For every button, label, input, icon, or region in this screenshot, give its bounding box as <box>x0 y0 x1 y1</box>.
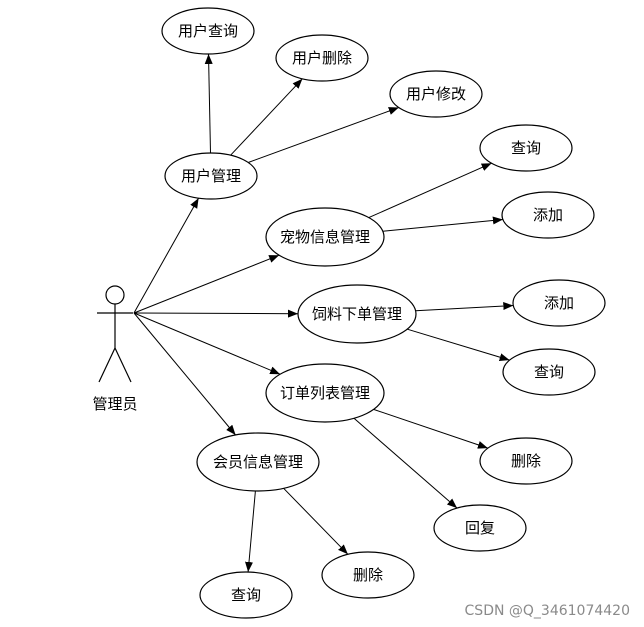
usecase-label: 用户查询 <box>178 22 238 40</box>
usecase-pet-query[interactable]: 查询 <box>479 124 573 172</box>
watermark: CSDN @Q_3461074420 <box>464 603 630 619</box>
usecase-label: 查询 <box>231 586 261 604</box>
usecase-label: 添加 <box>533 206 563 224</box>
edges-layer <box>133 53 514 573</box>
usecase-order-list-management[interactable]: 订单列表管理 <box>265 363 385 423</box>
usecase-member-delete[interactable]: 删除 <box>321 551 415 599</box>
usecase-label: 用户删除 <box>292 49 352 67</box>
usecase-pet-management[interactable]: 宠物信息管理 <box>265 207 385 267</box>
usecase-order-delete[interactable]: 删除 <box>479 437 573 485</box>
edge-actor-to-feed-mgmt <box>133 309 299 318</box>
edge-feed-mgmt-to-feed-add <box>415 302 514 312</box>
edge-actor-to-order-mgmt <box>133 312 281 375</box>
edge-user-mgmt-to-user-query <box>204 53 213 154</box>
edge-pet-mgmt-to-pet-query <box>368 162 492 219</box>
usecase-label: 查询 <box>534 363 564 381</box>
edge-member-mgmt-to-member-delete <box>283 487 349 555</box>
usecase-label: 查询 <box>511 139 541 157</box>
usecase-user-query[interactable]: 用户查询 <box>161 7 255 55</box>
usecase-feed-query[interactable]: 查询 <box>502 348 596 396</box>
usecase-label: 回复 <box>465 519 495 537</box>
edge-actor-to-member-mgmt <box>133 312 236 436</box>
usecase-order-reply[interactable]: 回复 <box>433 504 527 552</box>
actor-right-leg <box>114 347 132 383</box>
usecase-label: 删除 <box>353 566 383 584</box>
edge-feed-mgmt-to-feed-query <box>407 328 510 362</box>
usecase-label: 添加 <box>544 294 574 312</box>
edge-member-mgmt-to-member-query <box>245 490 256 573</box>
edge-actor-to-user-mgmt <box>133 197 200 314</box>
usecase-pet-add[interactable]: 添加 <box>501 191 595 239</box>
usecase-feed-order-management[interactable]: 饲料下单管理 <box>297 284 417 344</box>
actor-label: 管理员 <box>92 395 137 413</box>
usecase-user-management[interactable]: 用户管理 <box>164 152 258 200</box>
usecase-label: 饲料下单管理 <box>312 305 402 323</box>
usecase-label: 宠物信息管理 <box>280 228 370 246</box>
edge-user-mgmt-to-user-edit <box>248 107 399 163</box>
usecase-feed-add[interactable]: 添加 <box>512 279 606 327</box>
usecase-user-edit[interactable]: 用户修改 <box>389 70 483 118</box>
usecase-label: 用户管理 <box>181 167 241 185</box>
usecase-label: 订单列表管理 <box>280 384 370 402</box>
usecase-label: 删除 <box>511 452 541 470</box>
usecase-member-management[interactable]: 会员信息管理 <box>196 432 320 492</box>
usecase-label: 用户修改 <box>406 85 466 103</box>
edge-pet-mgmt-to-pet-add <box>382 216 503 232</box>
edge-user-mgmt-to-user-delete <box>230 78 303 156</box>
usecase-member-query[interactable]: 查询 <box>199 571 293 619</box>
edge-order-mgmt-to-order-reply <box>353 417 458 509</box>
actor-left-leg <box>98 347 116 383</box>
edge-actor-to-pet-mgmt <box>133 254 280 314</box>
usecase-label: 会员信息管理 <box>213 453 303 471</box>
actor-administrator: 管理员 <box>92 285 138 413</box>
actor-head <box>105 285 125 305</box>
usecase-user-delete[interactable]: 用户删除 <box>275 34 369 82</box>
edge-order-mgmt-to-order-delete <box>373 408 489 449</box>
